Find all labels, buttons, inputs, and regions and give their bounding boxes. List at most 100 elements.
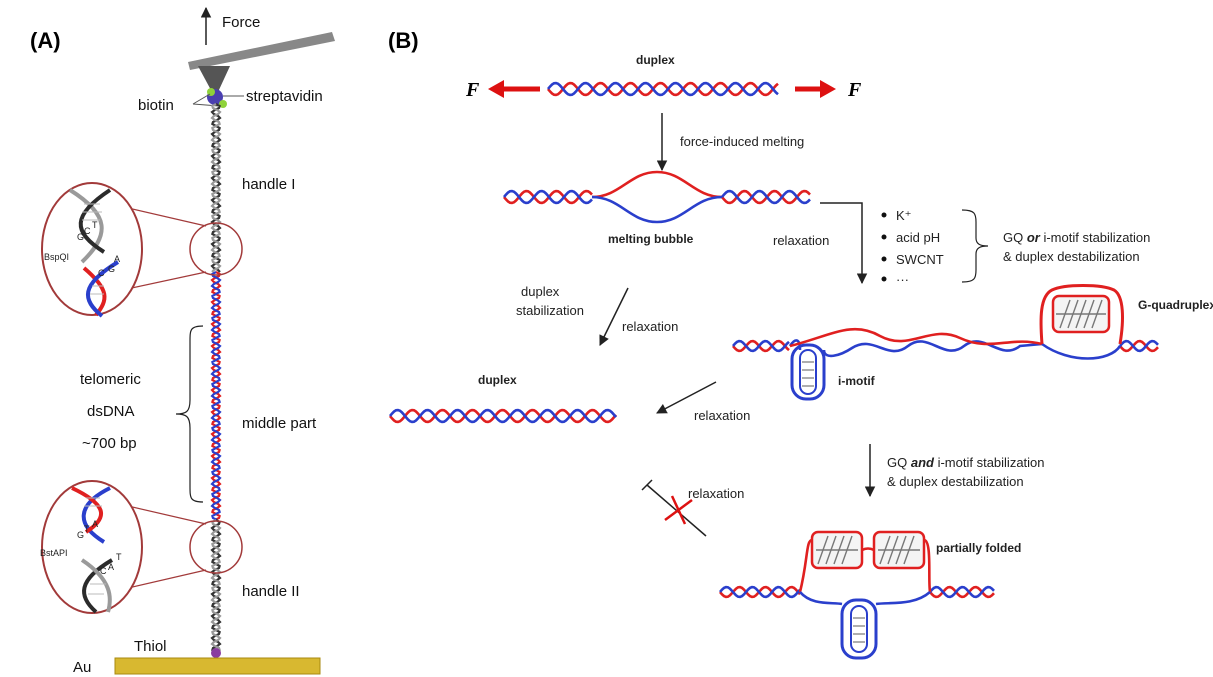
duplex-mid [388, 408, 618, 424]
g-quadruplex-2 [810, 530, 864, 570]
g-quadruplex-1 [1039, 284, 1124, 345]
handle2-junction-circle [189, 520, 243, 574]
melting-bubble-dna [502, 170, 811, 224]
biotin-dot-2 [219, 100, 227, 108]
zoom2-base-4: T [116, 552, 122, 562]
panel-b-label: (B) [388, 28, 419, 53]
relaxation-mid-arrow [656, 381, 717, 414]
handle2-label: handle II [242, 583, 300, 600]
duplex-top-strand-2 [546, 81, 779, 97]
zoom2-strands [71, 486, 114, 614]
duplex-stab-label-1: duplex [521, 284, 560, 299]
zoom2-inset [41, 480, 143, 614]
handle1-label: handle I [242, 176, 295, 193]
gq-left-duplex-strand-1 [732, 339, 790, 353]
zoom1-base-2: C [84, 226, 91, 236]
i-motif-2 [840, 598, 878, 660]
g-quadruplex-label: G-quadruplex [1138, 298, 1213, 312]
duplex-stab-label-2: stabilization [516, 303, 584, 318]
zoom1-base-4: A [114, 254, 120, 264]
bullet-2 [881, 234, 887, 240]
duplex-top-label: duplex [636, 53, 675, 67]
panel-a-label: (A) [30, 28, 61, 53]
middle-part-label: middle part [242, 415, 317, 432]
force-right-label: F [847, 79, 862, 101]
blocked-arrow-bar [641, 479, 653, 491]
duplex-mid-strand-1 [388, 408, 618, 424]
condition-4: ··· [896, 272, 909, 287]
telomeric-label: telomeric [80, 371, 141, 388]
gq-right-duplex-strand-1 [1119, 339, 1159, 353]
i-motif-1 [790, 343, 826, 401]
zoom2-enzyme: BstAPI [40, 548, 68, 558]
duplex-mid-label: duplex [478, 373, 517, 387]
handle2-strand-2 [210, 519, 222, 653]
thiol-anchor [211, 648, 221, 658]
middle-part-strand-1 [210, 271, 222, 521]
pf-red-link-3 [923, 538, 932, 593]
gold-label: Au [73, 659, 91, 676]
dsdna-label: dsDNA [87, 403, 135, 420]
partially-folded-structure [719, 538, 995, 606]
zoom1-base-5: G [108, 264, 115, 274]
gq-top-strand [789, 327, 1043, 348]
zoom2-base-1: A [92, 519, 98, 529]
melting-bubble-label: melting bubble [608, 232, 694, 246]
relaxation-elbow-arrow [820, 202, 868, 285]
duplex-stabilization-arrow [599, 287, 629, 346]
handle1-junction-circle [189, 222, 243, 276]
cantilever-tip [198, 66, 230, 92]
pf-red-link-1 [798, 538, 813, 593]
zoom2-base-3: G [77, 530, 84, 540]
bullet-1 [881, 212, 887, 218]
blocked-cross-2 [670, 495, 687, 525]
biotin-leader-1 [192, 93, 211, 105]
and-line-2: & duplex destabilization [887, 474, 1024, 489]
zoom2-base-5: A [108, 562, 114, 572]
thiol-label: Thiol [134, 638, 167, 655]
gq-right-link [1041, 342, 1122, 360]
tethered-dna [210, 103, 222, 653]
duplex-top-strand-1 [546, 81, 779, 97]
gq-imotif-structure [732, 327, 1159, 360]
or-line-1: GQ or i-motif stabilization [1003, 230, 1150, 245]
bubble-top-strand [591, 170, 723, 199]
force-arrow-left-head [488, 80, 504, 98]
duplex-top [546, 81, 779, 97]
bubble-right-strand-2 [720, 189, 811, 205]
pf-blue-link-1 [799, 591, 843, 606]
pf-right-duplex-strand-2 [929, 585, 995, 599]
g-quadruplex-3 [872, 530, 926, 570]
relaxation-left-label: relaxation [622, 319, 678, 334]
bubble-bottom-strand [591, 195, 723, 224]
biotin-dot-1 [207, 88, 215, 96]
conditions-brace [961, 209, 989, 283]
and-line-1: GQ and i-motif stabilization [887, 455, 1045, 470]
pf-right-duplex-strand-1 [929, 585, 995, 599]
bubble-left-strand-2 [502, 189, 593, 205]
middle-part-brace [175, 325, 204, 503]
relaxation-right-label: relaxation [773, 233, 829, 248]
gq-left-duplex-strand-2 [732, 339, 790, 353]
force-melting-label: force-induced melting [680, 134, 804, 149]
zoom2-base-2: T [84, 524, 90, 534]
force-arrow-right-head [820, 80, 836, 98]
zoom1-enzyme: BspQI [44, 252, 69, 262]
streptavidin-label: streptavidin [246, 88, 323, 105]
handle1-strand-2 [210, 103, 222, 273]
biotin-label: biotin [138, 97, 174, 114]
gq-right-duplex-strand-2 [1119, 339, 1159, 353]
i-motif-label: i-motif [838, 374, 876, 388]
zoom1-strands [68, 188, 120, 318]
pf-blue-link-2 [875, 590, 931, 606]
relaxation-blocked-label: relaxation [688, 486, 744, 501]
length-label: ~700 bp [82, 435, 137, 452]
zoom1-base-1: T [92, 220, 98, 230]
cantilever [188, 32, 335, 70]
bullet-4 [881, 276, 887, 282]
middle-part-strand-2 [210, 271, 222, 521]
duplex-mid-strand-2 [388, 408, 618, 424]
zoom1-base-3: G [77, 232, 84, 242]
